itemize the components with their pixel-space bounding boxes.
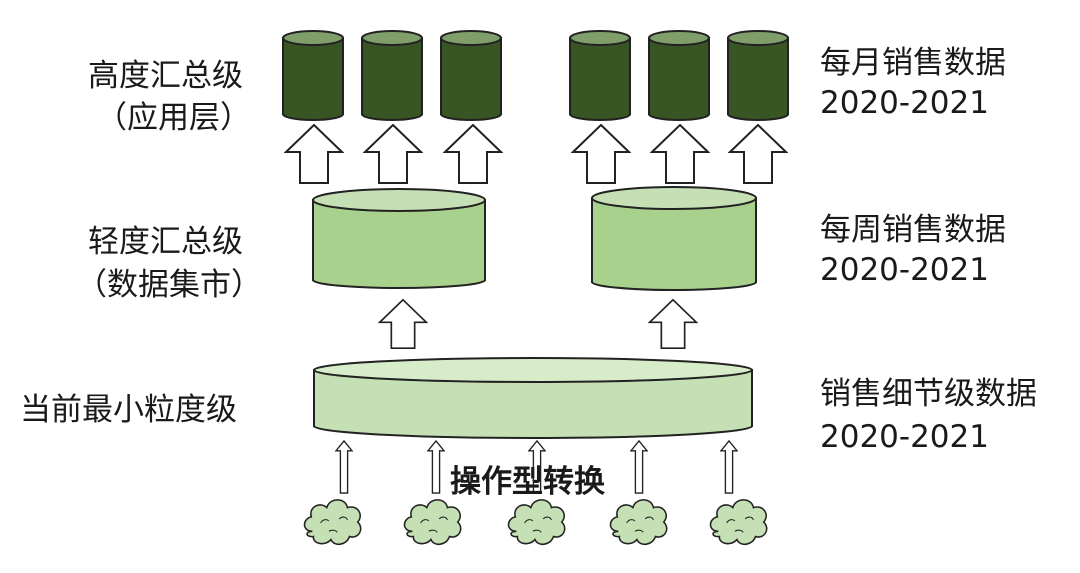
source-clouds [303,499,768,546]
bottom-to-mid-arrows [378,298,698,350]
thin-arrow-1 [335,440,353,494]
up-arrow-left [378,298,428,350]
up-arrow-6 [729,124,787,184]
top-cylinder-3 [440,30,502,121]
cloud-icon-4 [609,499,668,546]
top-cylinder-2 [361,30,423,121]
top-cylinders [282,30,789,121]
thin-arrow-4 [630,440,648,494]
mid-cylinder-left [312,188,486,289]
cloud-icon-5 [709,499,768,546]
top-cylinder-4 [569,30,631,121]
label-monthly-years: 2020-2021 [820,85,989,121]
up-arrow-4 [572,124,630,184]
mid-cylinder-right [591,186,757,291]
label-weekly-years: 2020-2021 [820,252,989,288]
up-arrow-5 [651,124,709,184]
label-transform: 操作型转换 [450,464,605,500]
thin-arrow-2 [427,440,445,494]
up-arrow-right [648,298,698,350]
up-arrow-1 [285,124,343,184]
label-high-level-sub: （应用层） [96,100,251,136]
label-monthly: 每月销售数据 [820,45,1006,81]
label-high-level: 高度汇总级 [88,58,243,94]
up-arrow-2 [364,124,422,184]
cloud-icon-3 [507,499,566,546]
top-cylinder-6 [727,30,789,121]
top-cylinder-5 [648,30,710,121]
up-arrow-3 [444,124,502,184]
mid-to-top-arrows [285,124,787,184]
label-weekly: 每周销售数据 [820,212,1006,248]
label-light-level-sub: （数据集市） [76,267,262,303]
mid-cylinders [312,186,757,291]
label-detail-years: 2020-2021 [820,419,989,455]
thin-arrow-5 [720,440,738,494]
top-cylinder-1 [282,30,344,121]
label-light-level: 轻度汇总级 [88,224,243,260]
label-detail-data: 销售细节级数据 [820,376,1037,412]
bottom-cylinder [313,357,753,439]
cloud-icon-2 [403,499,462,546]
cloud-icon-1 [303,499,362,546]
label-detail-level: 当前最小粒度级 [20,392,237,428]
